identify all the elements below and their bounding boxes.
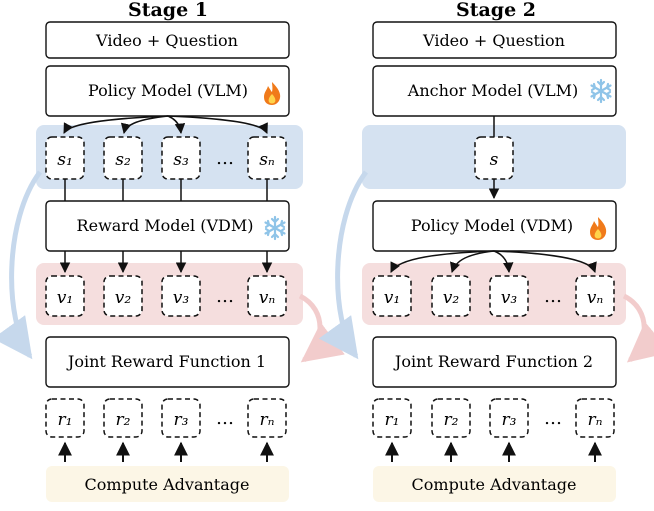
advantage-arrows [385, 441, 602, 462]
reward-box [372, 398, 412, 438]
reward-label: r₂ [444, 410, 459, 430]
feedback-arrow-videos [622, 293, 654, 363]
feedback-arrow-samples [318, 170, 369, 360]
video-label: vₙ [587, 288, 604, 308]
reward-box [45, 398, 85, 438]
stage-1-title: Stage 1 [128, 0, 208, 21]
feedback-arrow-samples [0, 170, 43, 360]
video-box [372, 275, 412, 317]
input-box [45, 21, 290, 59]
sample-label: s [490, 150, 499, 170]
input-label: Video + Question [422, 31, 565, 50]
advantage-arrows [58, 441, 274, 462]
video-box [45, 275, 85, 317]
sample-arrows [63, 115, 268, 135]
reward-model-box [45, 200, 290, 252]
joint-reward-label: Joint Reward Function 1 [66, 352, 266, 371]
reward-box [489, 398, 529, 438]
video-box [489, 275, 529, 317]
reward-label: r₁ [58, 410, 73, 430]
video-arrows [390, 250, 597, 274]
compute-advantage-label: Compute Advantage [85, 475, 250, 494]
video-box [247, 275, 287, 317]
reward-label: r₂ [116, 410, 131, 430]
video-label: v₃ [173, 288, 190, 308]
video-box [431, 275, 471, 317]
reward-box [247, 398, 287, 438]
sample-label: s₂ [115, 150, 131, 170]
compute-advantage-label: Compute Advantage [412, 475, 577, 494]
reward-label: rₙ [587, 410, 602, 430]
joint-reward-box [45, 336, 290, 388]
reward-label: r₃ [174, 410, 189, 430]
stage-2: Stage 2 Video + Question Anchor Model (V… [318, 0, 654, 502]
ellipsis: … [216, 148, 234, 169]
sample-connectors [64, 179, 268, 201]
input-box [372, 21, 617, 59]
video-box [103, 275, 143, 317]
video-arrows [59, 251, 273, 274]
sample-label: s₃ [173, 150, 189, 170]
anchor-model-label: Anchor Model (VLM) [407, 81, 578, 100]
reward-label: r₁ [385, 410, 400, 430]
reward-box [431, 398, 471, 438]
video-label: vₙ [259, 288, 276, 308]
reward-box [103, 398, 143, 438]
reward-label: r₃ [502, 410, 517, 430]
video-box [575, 275, 615, 317]
compute-advantage-box [46, 466, 289, 502]
video-label: v₁ [57, 288, 73, 308]
reward-label: rₙ [259, 410, 274, 430]
joint-reward-box [372, 336, 617, 388]
video-label: v₁ [384, 288, 400, 308]
input-label: Video + Question [95, 31, 238, 50]
policy-model-label: Policy Model (VLM) [88, 81, 248, 100]
joint-reward-label: Joint Reward Function 2 [393, 352, 593, 371]
ellipsis: … [544, 408, 562, 429]
video-box [161, 275, 201, 317]
reward-box [575, 398, 615, 438]
stage-2-title: Stage 2 [456, 0, 536, 21]
ellipsis: … [544, 286, 562, 307]
reward-model-label: Reward Model (VDM) [77, 216, 254, 235]
stage-1: Stage 1 Video + Question Policy Model (V… [0, 0, 345, 502]
video-label: v₂ [443, 288, 460, 308]
ellipsis: … [216, 408, 234, 429]
video-label: v₂ [115, 288, 132, 308]
sample-label: sₙ [259, 150, 275, 170]
ellipsis: … [216, 286, 234, 307]
compute-advantage-box [373, 466, 616, 502]
video-label: v₃ [501, 288, 518, 308]
policy-model-label: Policy Model (VDM) [411, 216, 573, 235]
reward-box [161, 398, 201, 438]
sample-label: s₁ [57, 150, 73, 170]
